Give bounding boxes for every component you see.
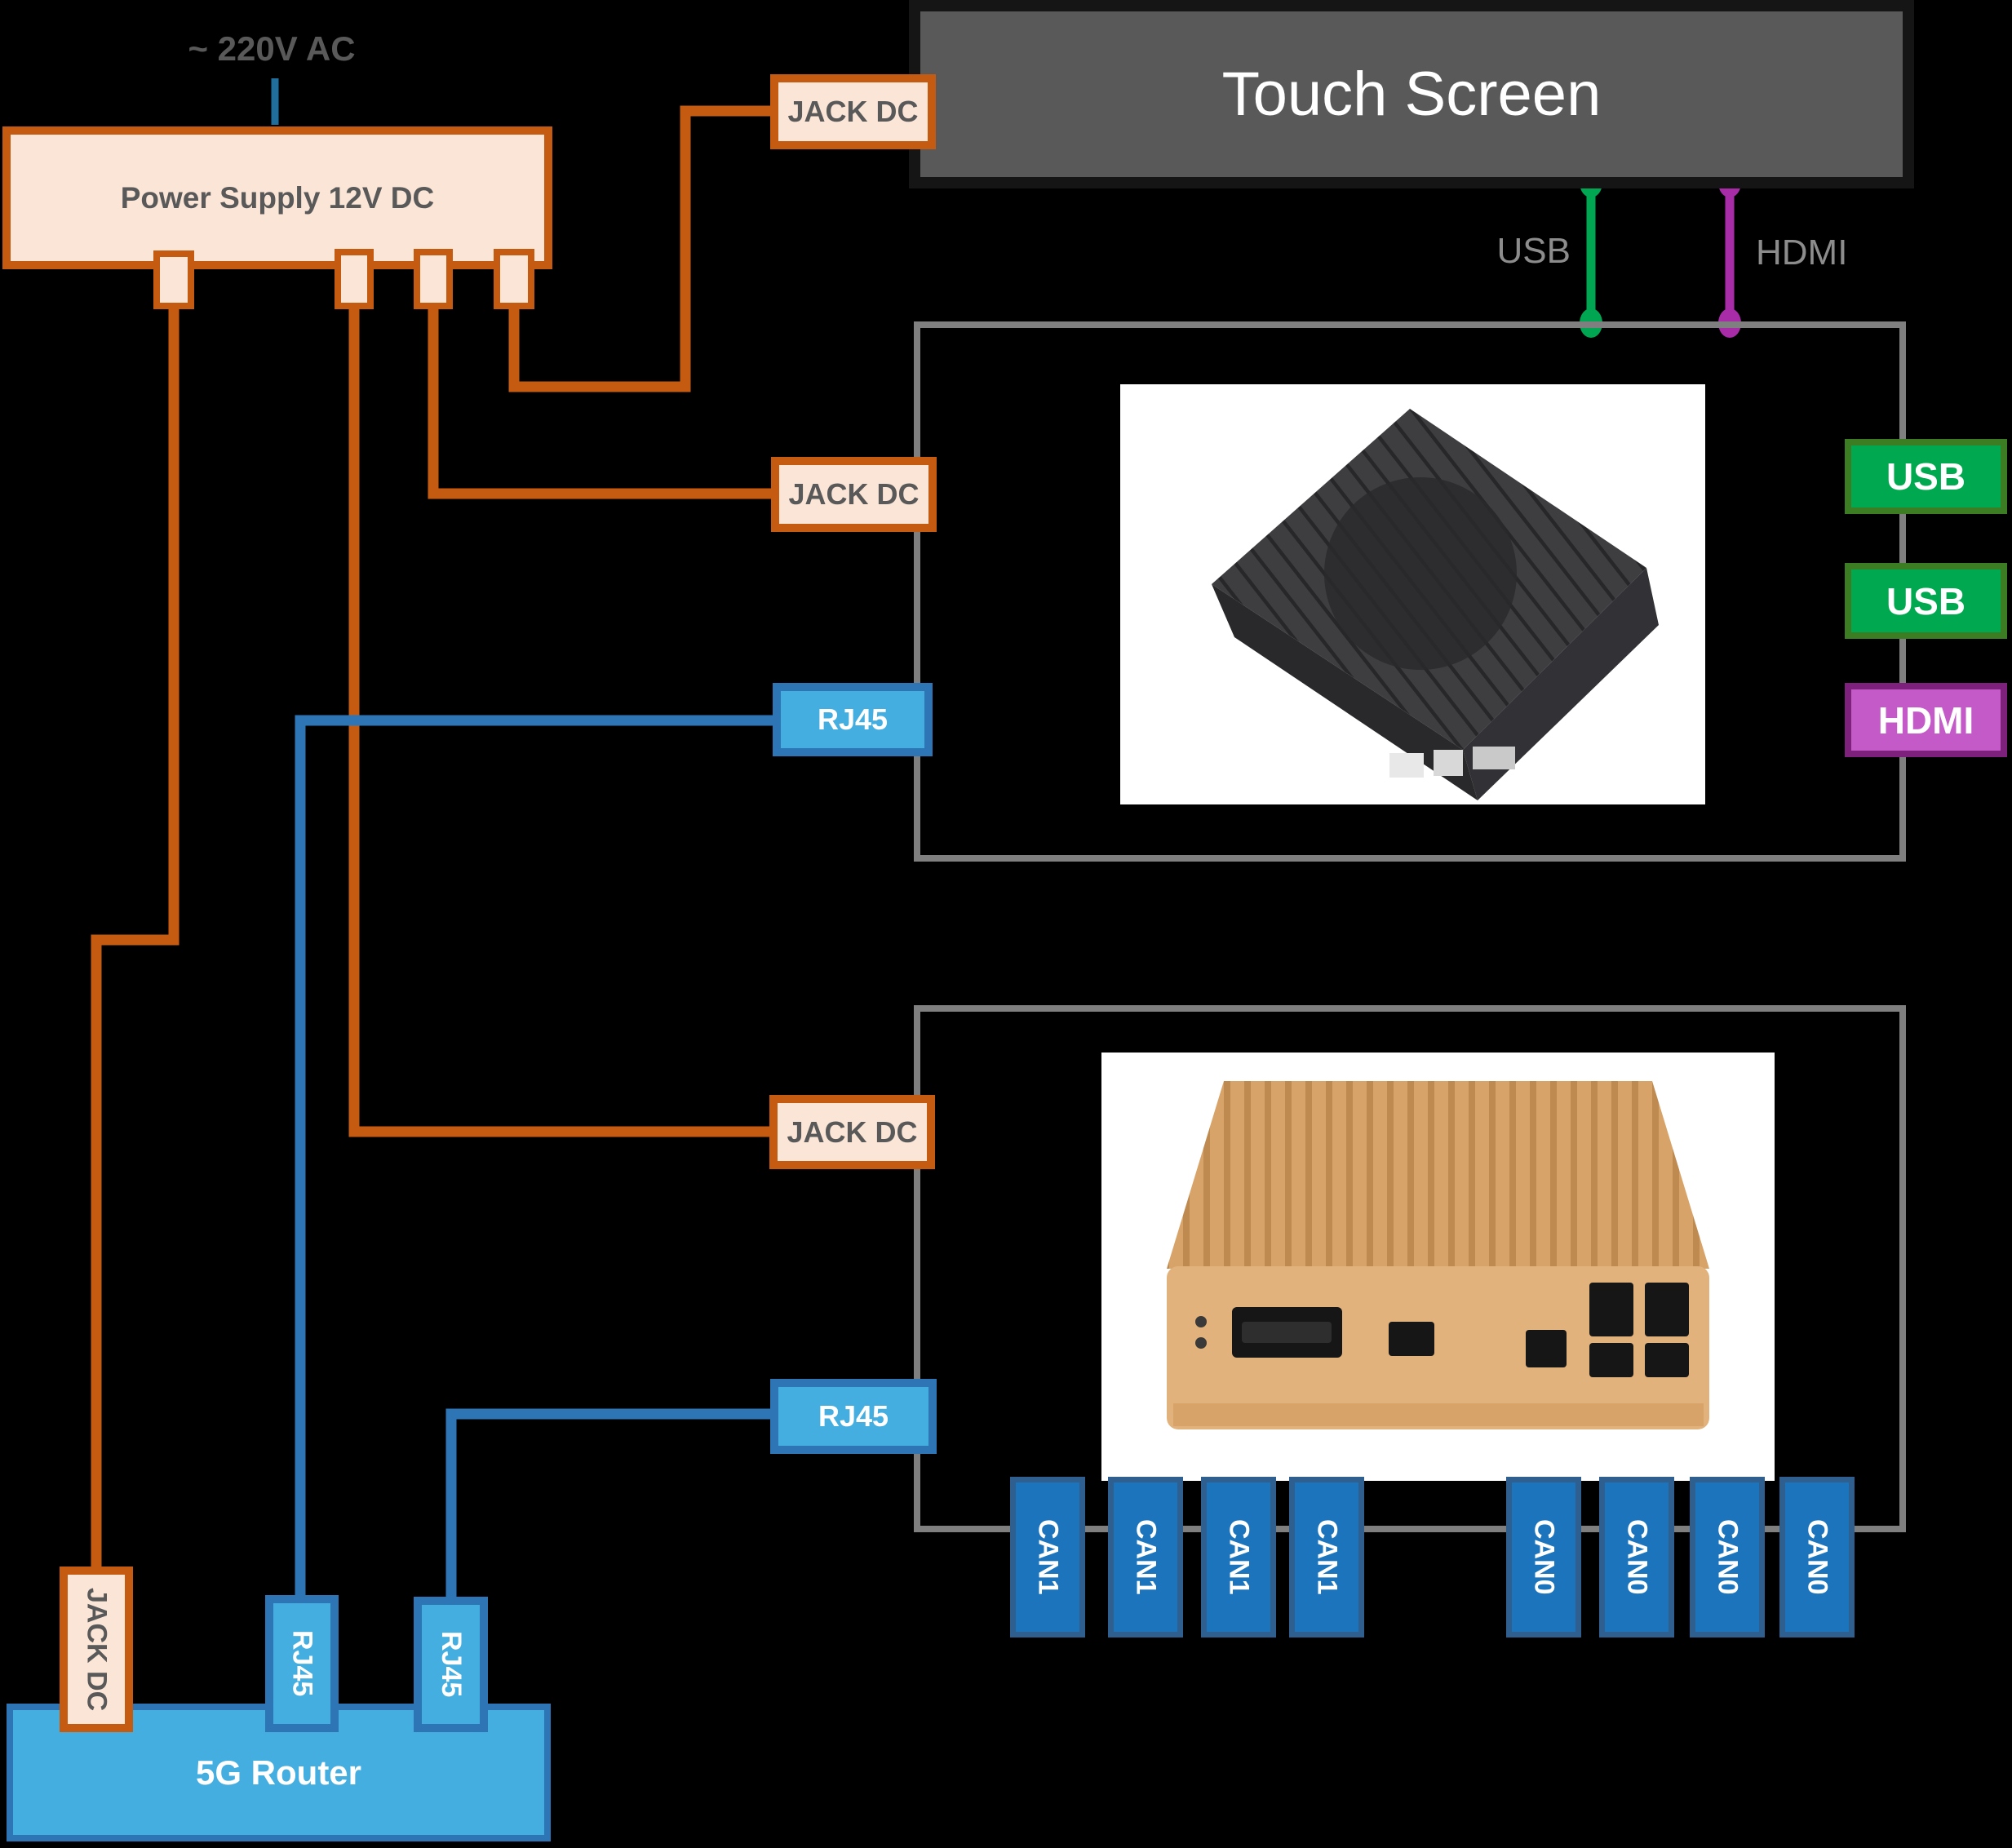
router-rj45-1: RJ45 xyxy=(265,1595,339,1732)
jetson-front-face xyxy=(1212,584,1478,800)
rj45-label: RJ45 xyxy=(436,1631,467,1698)
can1-label: CAN1 xyxy=(1223,1519,1255,1595)
gold-computer-frame xyxy=(914,1005,1906,1532)
power-output-stub-1 xyxy=(153,250,194,309)
jack-dc-label: JACK DC xyxy=(787,95,919,128)
router-rj45-2: RJ45 xyxy=(414,1597,488,1732)
can1-label: CAN1 xyxy=(1311,1519,1343,1595)
gold-computer-photo xyxy=(1101,1053,1775,1481)
wire-power-to-touch-jackdc xyxy=(508,105,774,392)
router-jack-dc: JACK DC xyxy=(60,1567,133,1732)
jetson-hdmi-port: HDMI xyxy=(1845,683,2007,757)
can1-port-2: CAN1 xyxy=(1108,1477,1183,1637)
power-output-stub-2 xyxy=(335,249,374,309)
can0-label: CAN0 xyxy=(1621,1519,1653,1595)
can0-port-2: CAN0 xyxy=(1599,1477,1674,1637)
can1-port-1: CAN1 xyxy=(1010,1477,1085,1637)
jetson-rj45: RJ45 xyxy=(773,683,933,756)
can1-port-3: CAN1 xyxy=(1201,1477,1276,1637)
jetson-right-face xyxy=(1463,568,1659,800)
jetson-photo xyxy=(1120,384,1705,804)
wire-power-to-jetson-jackdc xyxy=(428,304,775,499)
jack-dc-label: JACK DC xyxy=(81,1587,113,1712)
touch-jack-dc: JACK DC xyxy=(770,74,936,149)
can0-port-4: CAN0 xyxy=(1779,1477,1855,1637)
jack-dc-label: JACK DC xyxy=(787,1115,918,1149)
usb-label: USB xyxy=(1886,455,1966,498)
can0-label: CAN0 xyxy=(1712,1519,1744,1595)
gold-heatsink xyxy=(1167,1081,1709,1269)
wire-gold-rj45-to-router xyxy=(445,1408,773,1601)
jetson-device-illustration xyxy=(1212,409,1659,800)
gold-ports xyxy=(1195,1283,1689,1377)
jetson-usb-port-1: USB xyxy=(1845,439,2007,514)
can0-port-3: CAN0 xyxy=(1690,1477,1765,1637)
can0-label: CAN0 xyxy=(1801,1519,1833,1595)
wire-jetson-rj45-to-router xyxy=(295,715,775,1599)
jack-dc-label: JACK DC xyxy=(788,477,920,511)
power-output-stub-3 xyxy=(414,249,453,309)
power-supply-box: Power Supply 12V DC xyxy=(2,126,552,269)
can1-port-4: CAN1 xyxy=(1289,1477,1364,1637)
wire-power-to-gold-jackdc xyxy=(348,304,773,1137)
usb-wire-label: USB xyxy=(1496,231,1571,271)
gold-rj45: RJ45 xyxy=(770,1379,937,1454)
jetson-fan-recess xyxy=(1324,477,1517,670)
gold-base xyxy=(1173,1403,1704,1426)
power-supply-label: Power Supply 12V DC xyxy=(120,180,435,215)
can1-label: CAN1 xyxy=(1130,1519,1162,1595)
hdmi-wire-label: HDMI xyxy=(1756,233,1848,273)
rj45-label: RJ45 xyxy=(286,1630,318,1697)
usb-label: USB xyxy=(1886,579,1966,623)
gold-jack-dc: JACK DC xyxy=(769,1095,935,1169)
can1-label: CAN1 xyxy=(1032,1519,1064,1595)
router-label: 5G Router xyxy=(195,1753,362,1792)
hdmi-label: HDMI xyxy=(1877,698,1974,742)
wire-power-to-router-jackdc xyxy=(91,304,179,1573)
rj45-label: RJ45 xyxy=(817,702,889,736)
gold-computer-illustration xyxy=(1167,1081,1709,1429)
jetson-ports xyxy=(1389,747,1515,778)
jetson-usb-port-2: USB xyxy=(1845,563,2007,639)
can0-port-1: CAN0 xyxy=(1506,1477,1581,1637)
touch-screen-box: Touch Screen xyxy=(909,0,1914,188)
ac-voltage-label: ~ 220V AC xyxy=(188,29,356,68)
touch-screen-title: Touch Screen xyxy=(1221,60,1602,129)
jetson-jack-dc: JACK DC xyxy=(771,457,937,532)
can0-label: CAN0 xyxy=(1528,1519,1560,1595)
rj45-label: RJ45 xyxy=(818,1399,889,1433)
power-output-stub-4 xyxy=(494,249,534,309)
